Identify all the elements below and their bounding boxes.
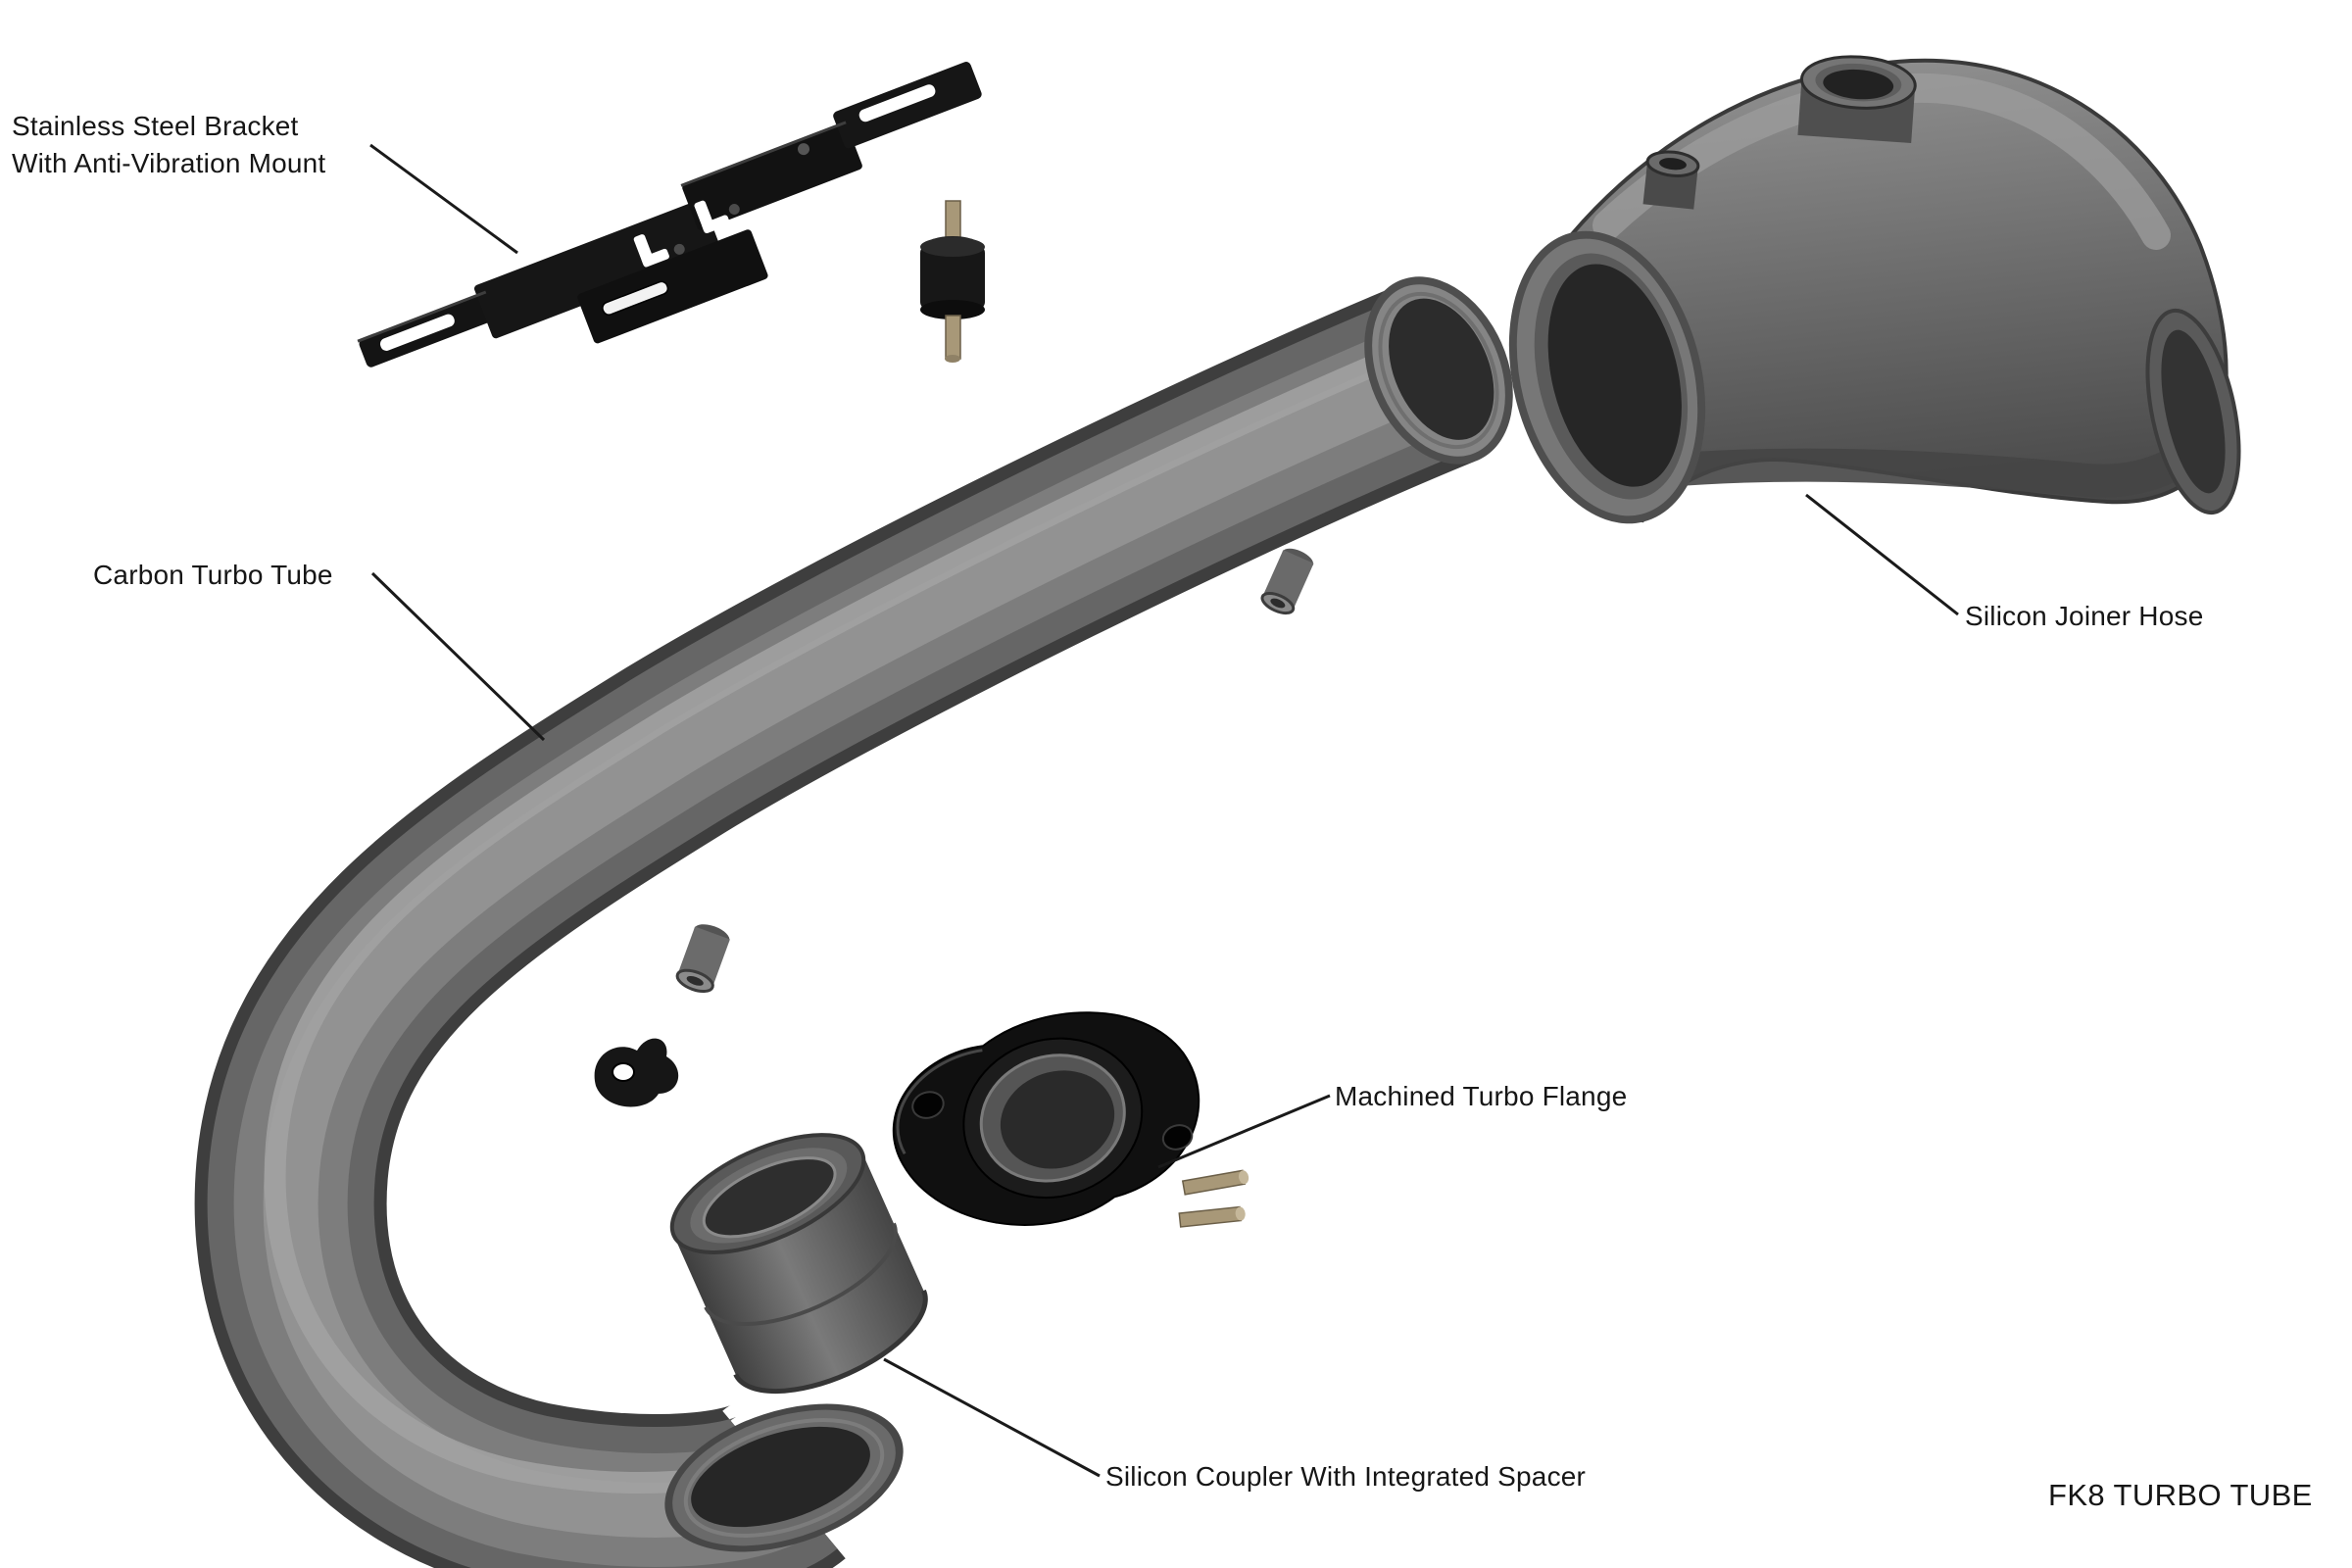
- leader-coupler: [883, 1357, 1101, 1478]
- leader-bracket: [369, 143, 518, 255]
- machined-turbo-flange: [892, 1011, 1200, 1226]
- label-carbon-tube: Carbon Turbo Tube: [93, 560, 333, 590]
- diagram-title: FK8 TURBO TUBE: [2048, 1478, 2313, 1512]
- hose-small-port: [1642, 150, 1700, 210]
- silicon-coupler: [669, 1133, 928, 1395]
- hose-inlet-opening: [1508, 230, 1706, 524]
- stainless-steel-bracket: [357, 62, 982, 368]
- tube-inlet-opening: [1364, 276, 1513, 465]
- label-bracket: Stainless Steel Bracket With Anti-Vibrat…: [12, 111, 326, 178]
- leader-joiner-hose: [1805, 493, 1959, 616]
- leader-carbon-tube: [370, 571, 546, 742]
- carbon-turbo-tube: [194, 276, 1513, 1568]
- label-joiner-hose: Silicon Joiner Hose: [1965, 601, 2204, 631]
- hose-outlet-rim: [2145, 308, 2241, 515]
- anti-vibration-mount: [920, 200, 985, 363]
- silicon-joiner-hose: [1508, 55, 2241, 524]
- flange-studs: [1178, 1169, 1250, 1228]
- mounting-boss-fitting: [675, 924, 730, 994]
- label-coupler: Silicon Coupler With Integrated Spacer: [1105, 1461, 1587, 1492]
- retaining-clip: [594, 1038, 679, 1107]
- tube-outlet-opening: [664, 1403, 904, 1552]
- label-turbo-flange: Machined Turbo Flange: [1335, 1081, 1628, 1111]
- hose-large-port: [1797, 55, 1917, 144]
- leader-turbo-flange: [1157, 1094, 1331, 1169]
- leader-lines: [369, 143, 1959, 1478]
- tube-nipple-fitting: [1260, 548, 1314, 615]
